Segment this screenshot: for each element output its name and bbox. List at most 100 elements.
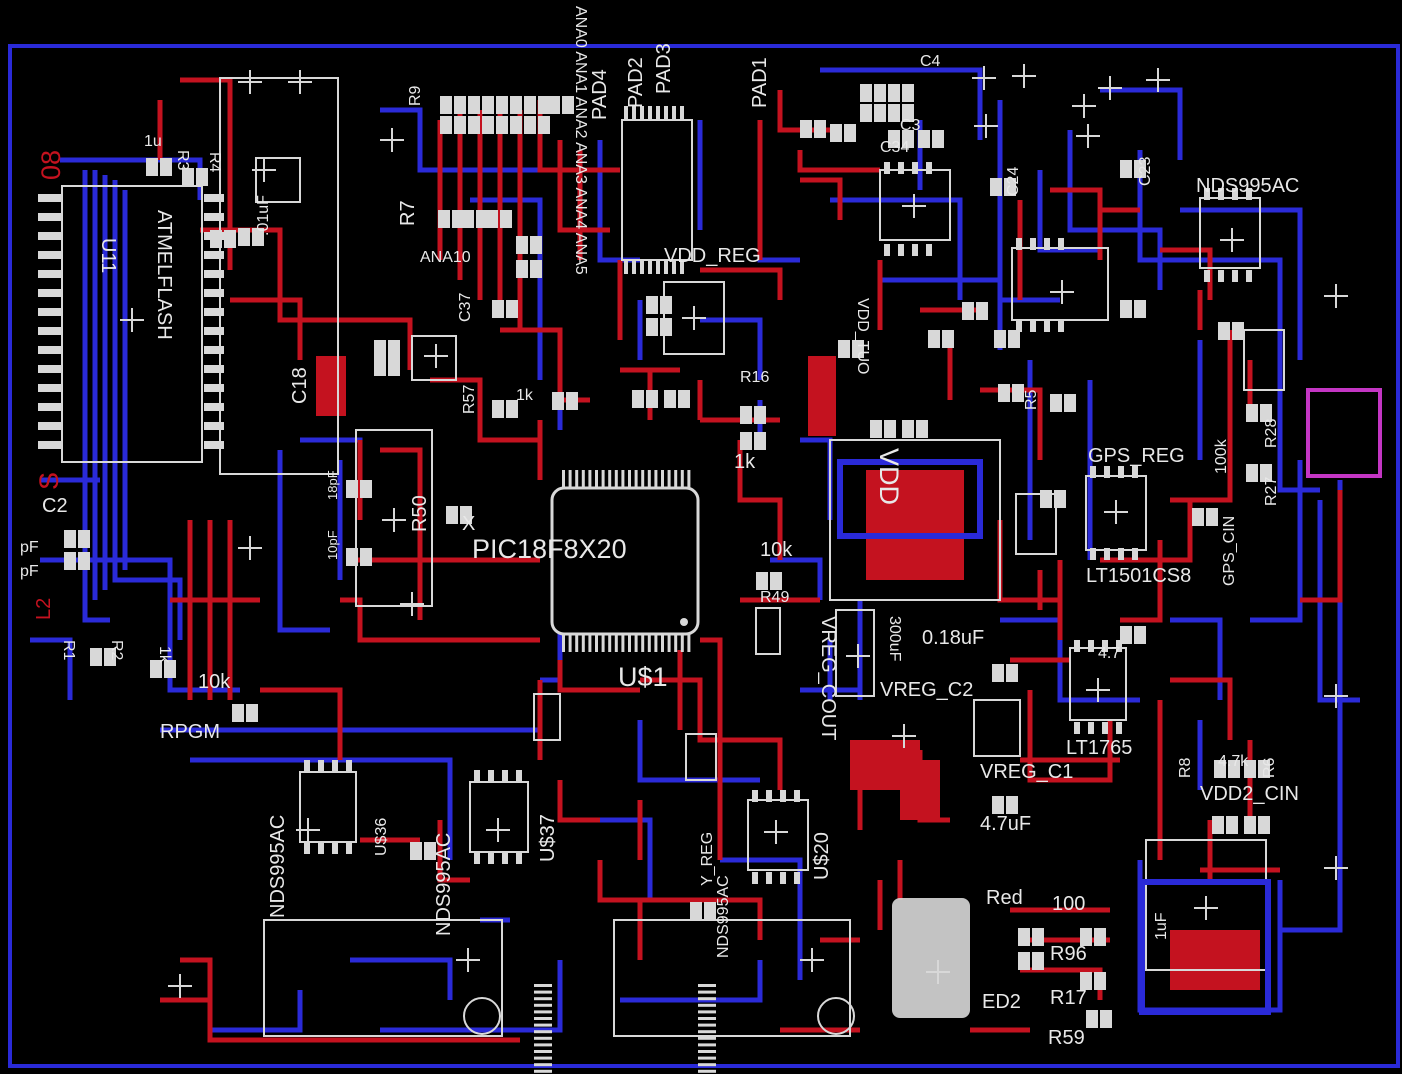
r-10k-mid-label: 10k <box>760 539 793 561</box>
smd-pad <box>530 260 542 278</box>
smd-pad <box>104 648 116 666</box>
smd-pad <box>506 400 518 418</box>
r1-label: R1 <box>60 640 77 661</box>
mcu-pin <box>595 634 598 652</box>
smd-pad <box>90 648 102 666</box>
mcu-pin <box>581 634 585 652</box>
nds-right-label: NDS995AC <box>1196 175 1300 197</box>
smd-pad <box>994 330 1006 348</box>
mcu-pin <box>674 634 678 652</box>
r2-label: R2 <box>108 640 125 661</box>
smd-pad <box>884 420 896 438</box>
mcu-pin <box>628 634 631 652</box>
header-pin <box>204 384 224 392</box>
ic-pin <box>1246 270 1252 282</box>
r4-label: R4 <box>206 152 223 173</box>
mcu-pin <box>698 1036 716 1040</box>
mcu-pin <box>614 634 618 652</box>
smd-pad <box>506 300 518 318</box>
smd-pad <box>146 158 158 176</box>
ic-pin <box>1104 548 1110 560</box>
smd-pad <box>566 392 578 410</box>
ic-pin <box>1246 188 1252 200</box>
ic-pin <box>1232 188 1238 200</box>
mcu-pin <box>534 1063 552 1067</box>
nds-right-outline <box>1199 197 1261 269</box>
mcu-pin <box>698 1017 716 1020</box>
reg-y-label: Y_REG <box>699 831 716 886</box>
smd-pad <box>530 236 542 254</box>
smd-pad <box>814 120 826 138</box>
ic-pin <box>884 162 890 174</box>
ic-pin <box>1118 548 1124 560</box>
c23-label: C23 <box>1137 156 1154 186</box>
header-pin <box>38 365 62 373</box>
mcu-pin <box>534 1043 552 1047</box>
ic-pin <box>488 852 494 864</box>
pad2-label: PAD2 <box>625 57 647 108</box>
smd-pad <box>446 506 458 524</box>
mcu-pin <box>661 470 664 488</box>
smd-pad <box>962 302 974 320</box>
mcu-pin <box>667 470 671 488</box>
gps-cin-label: GPS_CIN <box>1221 515 1238 586</box>
ic-pin <box>1030 238 1036 250</box>
smd-pad <box>1232 322 1244 340</box>
header-pin <box>664 106 668 120</box>
r-k-label: 1k <box>156 646 173 663</box>
smd-pad <box>902 84 914 102</box>
smd-pad <box>1064 394 1076 412</box>
mcu-pin <box>680 470 684 488</box>
header-pin <box>38 327 62 335</box>
r57-label: R57 <box>461 384 478 414</box>
smd-pad <box>916 420 928 438</box>
cap-01uf-outline <box>255 157 301 203</box>
smd-pad <box>454 116 466 134</box>
mcu-pin <box>534 1023 552 1027</box>
mcu-pin <box>698 984 716 987</box>
smd-pad <box>870 420 882 438</box>
mcu-pin <box>568 634 572 652</box>
r28-label: R28 <box>1263 418 1280 448</box>
smd-pad <box>1032 928 1044 946</box>
smd-pad <box>510 116 522 134</box>
ic-pin <box>1116 640 1122 652</box>
mcu-pin <box>534 1017 552 1020</box>
mcu-pin <box>588 470 592 488</box>
r3-label: R3 <box>174 150 191 171</box>
ic-pin <box>780 872 786 884</box>
mcu-pin <box>680 634 684 652</box>
smd-pad <box>1260 464 1272 482</box>
smd-pad <box>1218 322 1230 340</box>
header-pin <box>204 346 224 354</box>
ic-pin <box>304 760 310 772</box>
smd-pad <box>360 548 372 566</box>
header-pin <box>204 441 224 449</box>
smd-pad <box>1192 508 1204 526</box>
smd-pad <box>516 260 528 278</box>
ic-pin <box>318 842 324 854</box>
ic-pin <box>1088 640 1094 652</box>
smd-pad <box>496 116 508 134</box>
atmel-label: ATMELFLASH <box>153 210 175 340</box>
mcu-pin <box>534 1050 552 1053</box>
smd-pad <box>998 384 1010 402</box>
nds-bottom-label: NDS995AC <box>715 875 732 958</box>
mcu-pin <box>698 1063 716 1067</box>
smd-pad <box>452 210 464 228</box>
header-pin <box>672 260 676 274</box>
cap-10pf-label: 10pF <box>325 530 340 560</box>
smd-pad <box>660 296 672 314</box>
vreg-c1-label: VREG_C1 <box>980 761 1074 783</box>
ic-pin <box>1058 238 1064 250</box>
r-10k-left-label: 10k <box>198 671 231 693</box>
smd-pad <box>704 902 716 920</box>
ic-pin <box>1074 722 1080 734</box>
diode2-outline <box>1243 329 1285 391</box>
header-pin <box>648 260 652 274</box>
cap-18pf-label: 18pF <box>325 470 340 500</box>
smd-pad <box>462 210 474 228</box>
u37-outline <box>469 781 529 853</box>
smd-pad <box>1258 760 1270 778</box>
smd-pad <box>496 96 508 114</box>
